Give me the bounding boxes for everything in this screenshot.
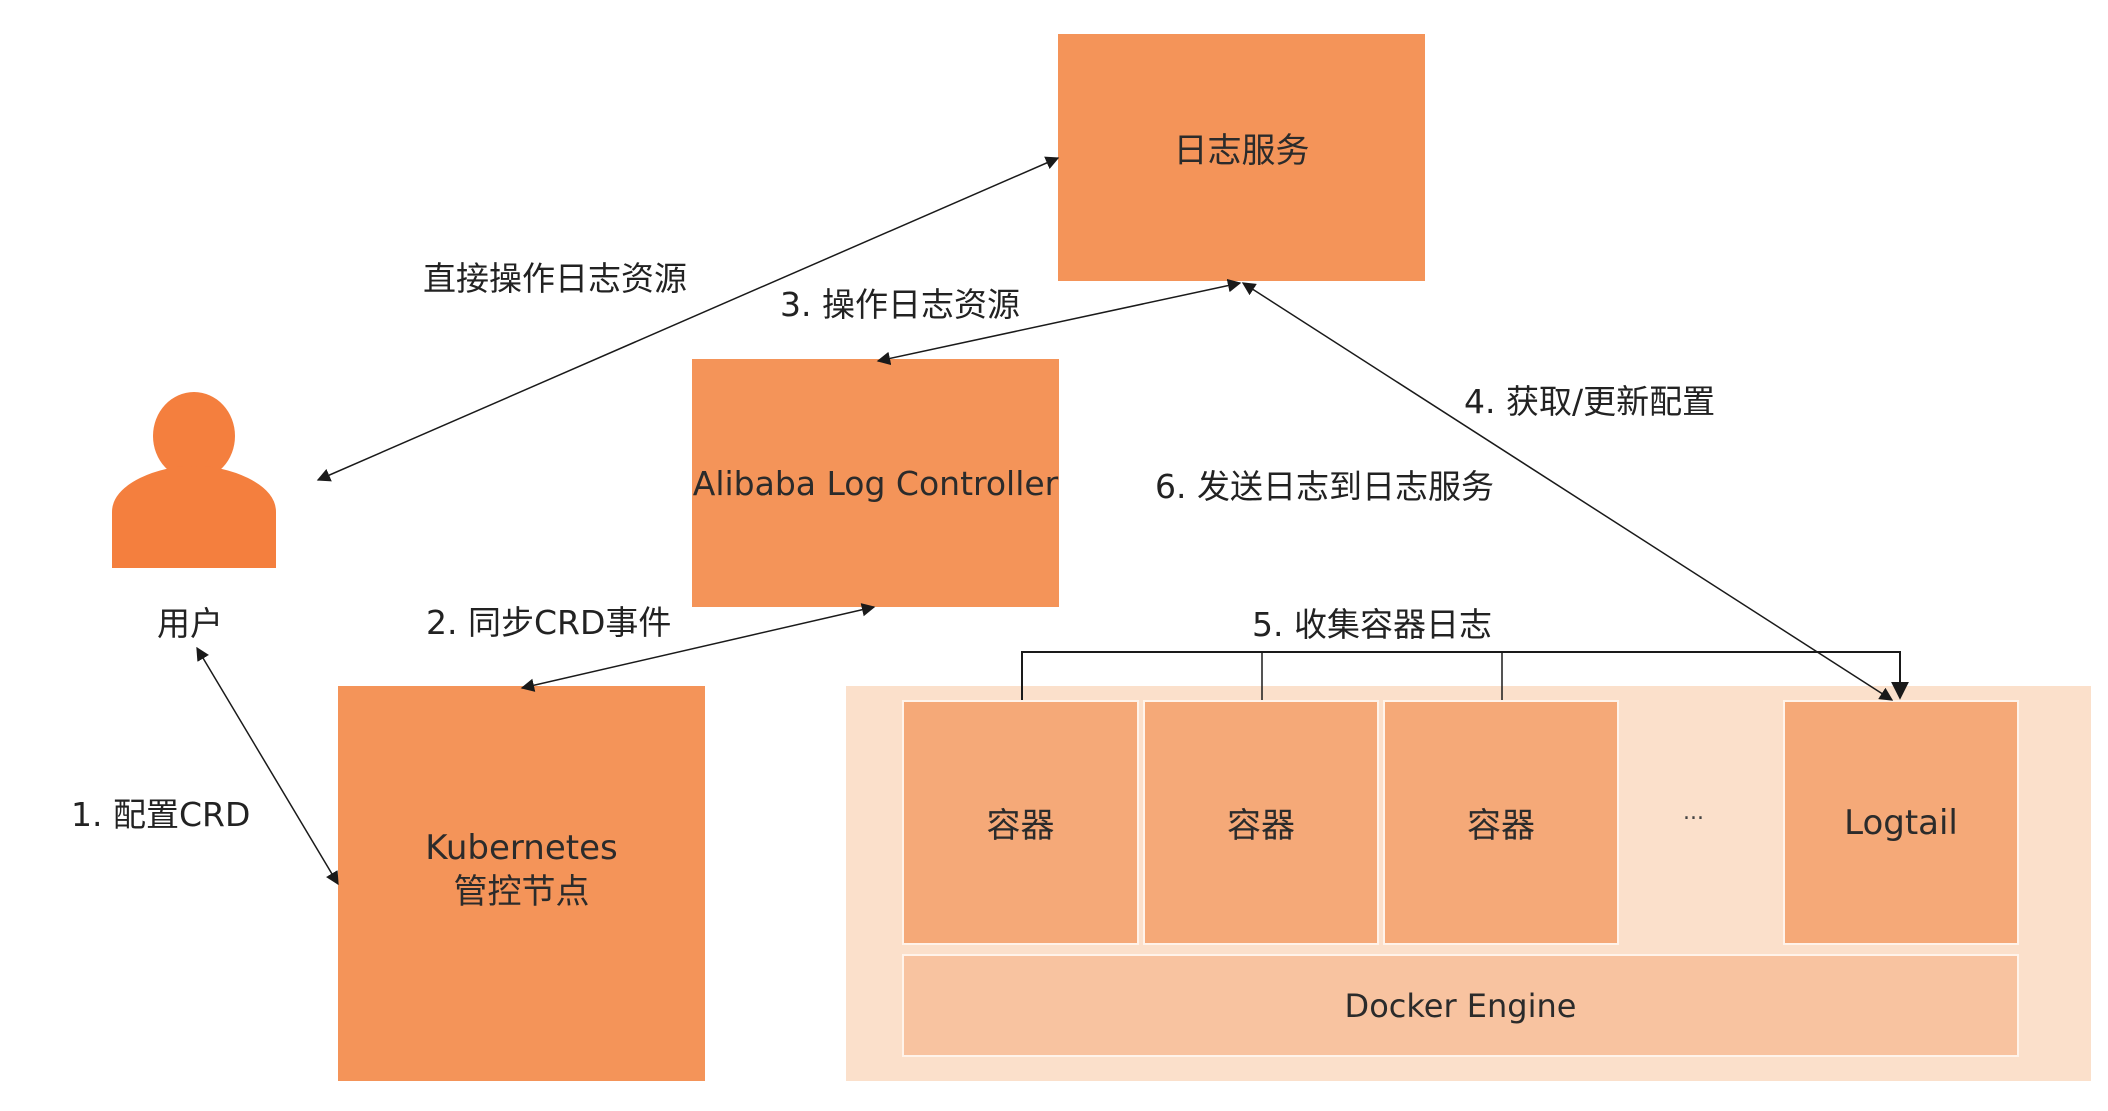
more-containers-ellipsis: ... xyxy=(1683,800,1704,825)
container-box-2: 容器 xyxy=(1143,700,1379,945)
edge-step1 xyxy=(196,646,339,886)
edge-step4-6 xyxy=(1241,282,1894,701)
kubernetes-label: Kubernetes xyxy=(425,828,618,868)
edge-step2 xyxy=(520,603,876,692)
label-direct-operate: 直接操作日志资源 xyxy=(423,259,687,298)
log-service-box: 日志服务 xyxy=(1058,34,1425,281)
docker-engine-label: Docker Engine xyxy=(1344,986,1577,1025)
container-label-3: 容器 xyxy=(1467,806,1535,846)
label-step1: 1. 配置CRD xyxy=(71,795,251,834)
label-step6: 6. 发送日志到日志服务 xyxy=(1155,467,1494,506)
container-box-3: 容器 xyxy=(1383,700,1619,945)
log-service-label: 日志服务 xyxy=(1173,131,1310,171)
logtail-label: Logtail xyxy=(1844,802,1958,843)
logtail-box: Logtail xyxy=(1783,700,2019,945)
master-node-label: 管控节点 xyxy=(453,872,590,912)
user-icon xyxy=(112,392,276,568)
kubernetes-master-box: Kubernetes 管控节点 xyxy=(338,686,705,1081)
label-step5: 5. 收集容器日志 xyxy=(1252,605,1492,644)
edge-step5-bracket xyxy=(1021,651,1909,700)
user-icon-head xyxy=(153,392,235,480)
container-label-1: 容器 xyxy=(986,806,1055,846)
edge-direct-operate xyxy=(316,156,1060,482)
docker-engine-box: Docker Engine xyxy=(902,954,2019,1057)
label-step4: 4. 获取/更新配置 xyxy=(1464,382,1716,421)
label-step2: 2. 同步CRD事件 xyxy=(426,603,672,642)
user-icon-body xyxy=(112,466,276,568)
container-box-1: 容器 xyxy=(902,700,1139,945)
user-label: 用户 xyxy=(157,604,223,643)
container-label-2: 容器 xyxy=(1227,806,1295,846)
edge-step3 xyxy=(876,278,1242,366)
label-step3: 3. 操作日志资源 xyxy=(780,285,1020,324)
